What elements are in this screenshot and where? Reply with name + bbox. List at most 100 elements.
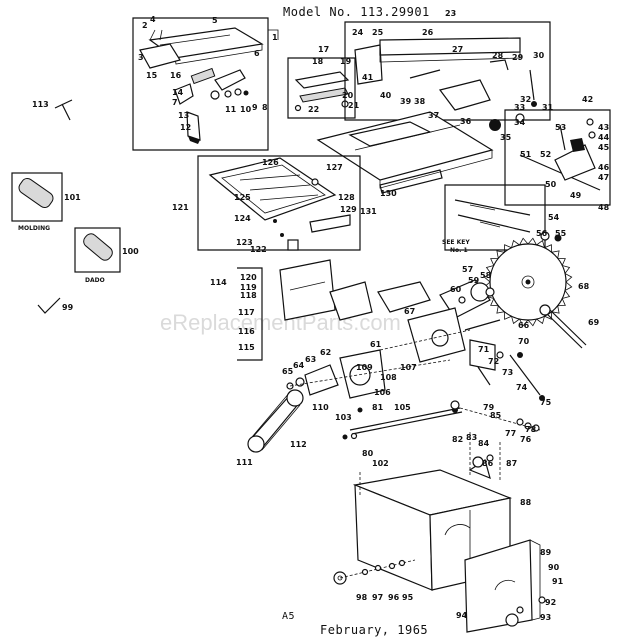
- part-number-25: 25: [372, 28, 384, 37]
- part-number-28: 28: [492, 51, 504, 60]
- part-number-107: 107: [400, 363, 417, 372]
- part-number-74: 74: [516, 383, 528, 392]
- part-number-100: 100: [122, 247, 139, 256]
- part-number-22: 22: [308, 105, 319, 114]
- part-number-30: 30: [533, 51, 545, 60]
- part-number-113: 113: [32, 100, 49, 109]
- part-number-96: 96: [388, 593, 400, 602]
- part-number-116: 116: [238, 327, 255, 336]
- part-number-31: 31: [542, 103, 554, 112]
- part-number-1: 1: [272, 33, 278, 42]
- part-number-79: 79: [483, 403, 495, 412]
- footer-sheet: A5: [282, 611, 296, 622]
- part-number-75: 75: [540, 398, 552, 407]
- group-box-121: [197, 155, 361, 251]
- part-number-11: 11: [225, 105, 237, 114]
- part-number-19: 19: [340, 57, 352, 66]
- part-number-94: 94: [456, 611, 468, 620]
- part-number-92: 92: [545, 598, 556, 607]
- part-number-111: 111: [236, 458, 253, 467]
- part-number-16: 16: [170, 71, 182, 80]
- molding-cutter-icon: [18, 177, 54, 209]
- part-number-130: 130: [380, 189, 397, 198]
- rip-fence-lock: [438, 79, 491, 111]
- part-number-36: 36: [460, 117, 472, 126]
- fence-head: [139, 43, 181, 69]
- part-number-13: 13: [178, 111, 189, 120]
- part-number-122: 122: [250, 245, 267, 254]
- part-number-85: 85: [490, 411, 502, 420]
- part-number-97: 97: [372, 593, 383, 602]
- part-number-48: 48: [598, 203, 610, 212]
- part-number-105: 105: [394, 403, 411, 412]
- part-number-125: 125: [234, 193, 251, 202]
- part-number-9: 9: [252, 103, 258, 112]
- part-number-55: 55: [555, 229, 567, 238]
- part-number-50: 50: [545, 180, 557, 189]
- part-number-64: 64: [293, 361, 305, 370]
- part-number-128: 128: [338, 193, 355, 202]
- part-number-38: 38: [414, 97, 426, 106]
- group-box-17: [287, 57, 356, 119]
- part-number-23: 23: [445, 9, 456, 18]
- footer-date: February, 1965: [320, 623, 429, 637]
- dado-caption: DADO: [85, 277, 105, 284]
- part-number-119: 119: [240, 283, 257, 292]
- part-number-91: 91: [552, 577, 564, 586]
- part-number-12: 12: [180, 123, 191, 132]
- part-number-63: 63: [305, 355, 316, 364]
- part-number-5: 5: [212, 16, 218, 25]
- part-number-42: 42: [582, 95, 593, 104]
- part-number-88: 88: [520, 498, 532, 507]
- part-number-114: 114: [210, 278, 227, 287]
- part-number-24: 24: [352, 28, 364, 37]
- arbor-wrench: [544, 311, 583, 349]
- molding-cutter-box: [11, 172, 63, 222]
- part-number-2: 2: [142, 21, 148, 30]
- molding-caption: MOLDING: [18, 225, 50, 232]
- part-number-6: 6: [254, 49, 260, 58]
- part-number-83: 83: [466, 433, 477, 442]
- drive-belt: [247, 389, 304, 453]
- group-box-23: [344, 21, 551, 121]
- part-number-39: 39: [400, 97, 412, 106]
- group-box-42: [504, 109, 611, 206]
- part-number-51: 51: [520, 150, 532, 159]
- part-number-112: 112: [290, 440, 307, 449]
- part-number-46: 46: [598, 163, 610, 172]
- group-bracket-114: [237, 267, 263, 361]
- part-number-109: 109: [356, 363, 373, 372]
- part-number-18: 18: [312, 57, 324, 66]
- elevation-shaft: [349, 407, 461, 431]
- part-number-52: 52: [540, 150, 551, 159]
- part-number-62: 62: [320, 348, 331, 357]
- part-number-54: 54: [548, 213, 560, 222]
- part-number-82: 82: [452, 435, 463, 444]
- part-number-73: 73: [502, 368, 513, 377]
- part-number-127: 127: [326, 163, 343, 172]
- part-number-44: 44: [598, 133, 610, 142]
- part-number-76: 76: [520, 435, 532, 444]
- part-number-32: 32: [520, 95, 531, 104]
- part-number-3: 3: [138, 53, 144, 62]
- part-number-110: 110: [312, 403, 329, 412]
- part-number-41: 41: [362, 73, 374, 82]
- part-number-15: 15: [146, 71, 158, 80]
- part-number-108: 108: [380, 373, 397, 382]
- part-number-93: 93: [540, 613, 551, 622]
- part-number-7: 7: [172, 98, 178, 107]
- part-number-118: 118: [240, 291, 257, 300]
- part-number-89: 89: [540, 548, 552, 557]
- part-number-57: 57: [462, 265, 473, 274]
- part-number-35: 35: [500, 133, 512, 142]
- part-number-61: 61: [370, 340, 382, 349]
- dado-cutter-box: [74, 227, 121, 273]
- part-number-70: 70: [518, 337, 530, 346]
- part-number-26: 26: [422, 28, 434, 37]
- part-number-102: 102: [372, 459, 389, 468]
- model-number: Model No. 113.29901: [283, 5, 430, 19]
- part-number-29: 29: [512, 53, 524, 62]
- trunnion-plate: [279, 259, 336, 321]
- part-number-117: 117: [238, 308, 255, 317]
